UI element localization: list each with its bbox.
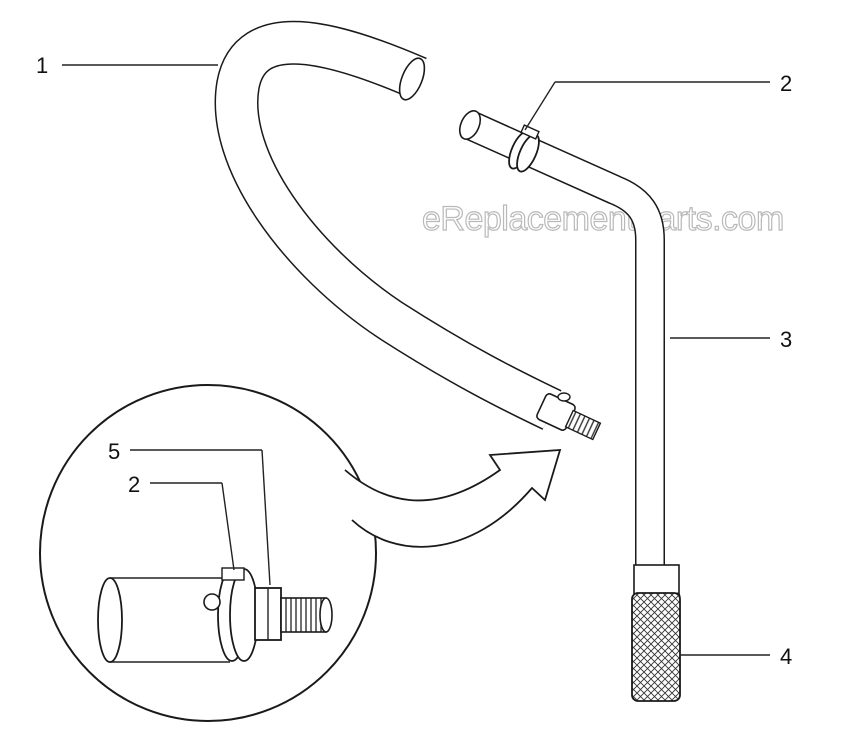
- hose-fitting: [536, 392, 602, 441]
- callout-3: 3: [780, 327, 792, 352]
- callout-2-top: 2: [780, 71, 792, 96]
- callout-1: 1: [36, 53, 48, 78]
- inlet-strainer: [631, 564, 681, 702]
- callout-2-detail: 2: [128, 472, 140, 497]
- leader-lines: [62, 64, 770, 656]
- callout-5-detail: 5: [108, 439, 120, 464]
- watermark-text: eReplacementParts.com: [422, 200, 784, 238]
- detail-circle: [39, 384, 377, 722]
- callout-4: 4: [780, 644, 792, 669]
- tube-clamp: [508, 124, 540, 173]
- suction-tube: [458, 110, 665, 575]
- detail-arrow: [344, 449, 562, 548]
- suction-hose: [214, 20, 602, 441]
